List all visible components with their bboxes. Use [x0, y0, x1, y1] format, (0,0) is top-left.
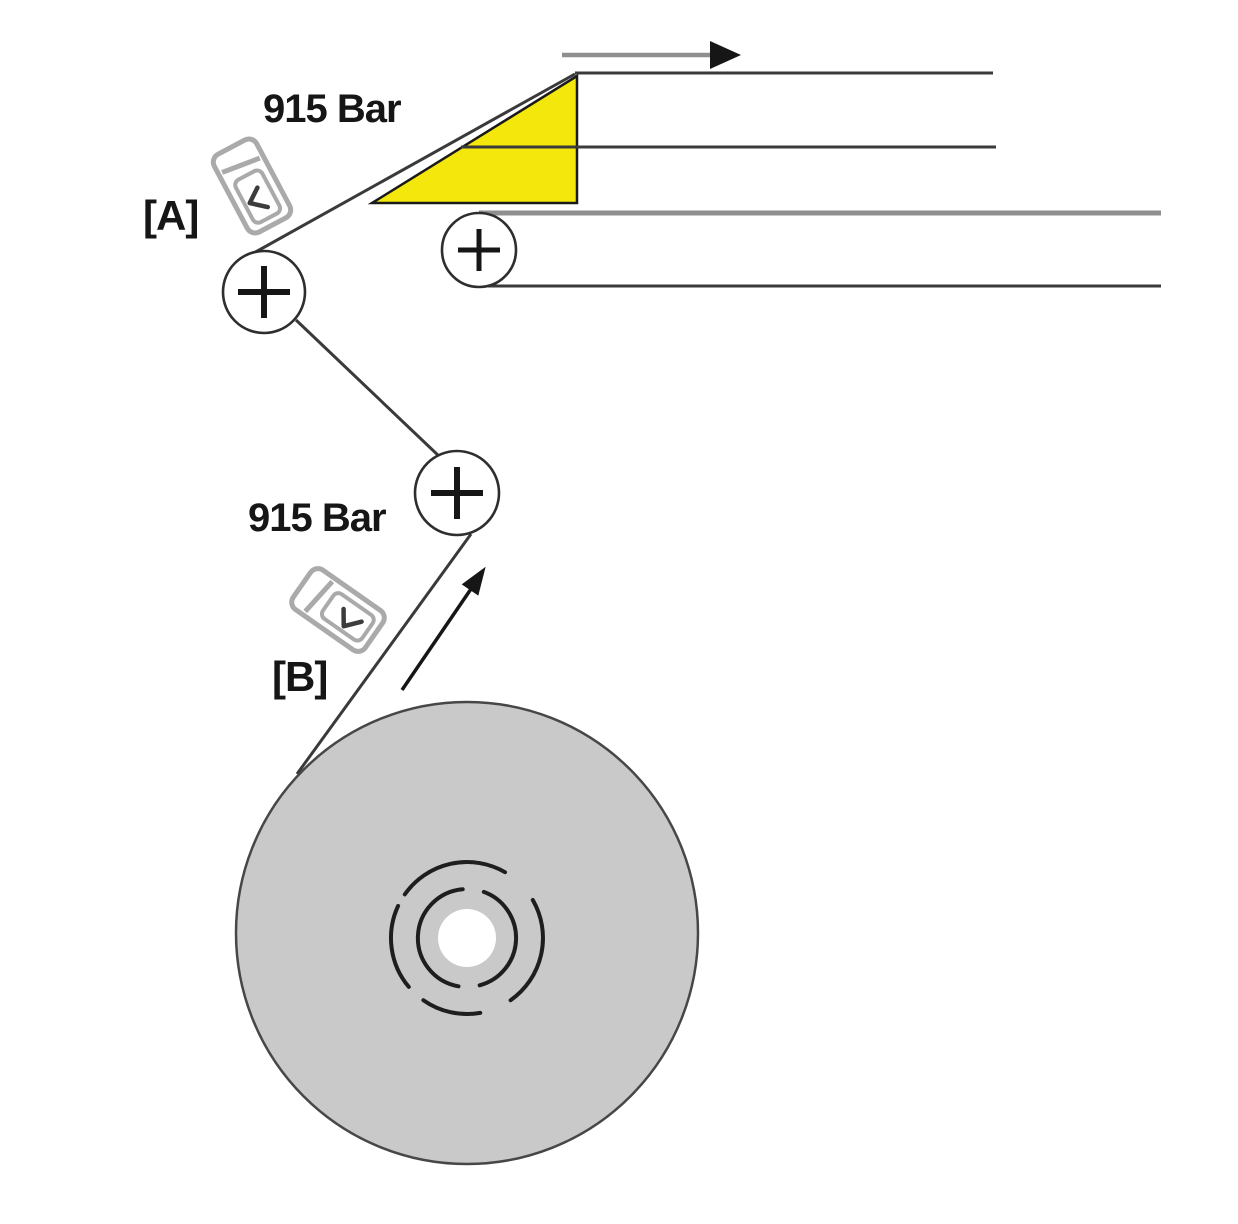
media-sensor-b-icon — [289, 566, 387, 654]
sensor-cap — [221, 155, 261, 175]
swirl-arc — [402, 860, 507, 897]
turn-bar-triangle — [367, 73, 579, 205]
web-path-lines — [242, 71, 1161, 775]
arrow-head-icon — [710, 41, 741, 69]
media-sensor-a-icon — [210, 136, 294, 236]
roller-top-right — [440, 211, 518, 289]
sensor-window — [319, 591, 376, 643]
web-direction-arrow-top — [562, 41, 741, 69]
web-direction-arrow-bottom — [400, 566, 486, 691]
roll-swirl-icon — [389, 860, 545, 1017]
roll-core — [438, 909, 496, 967]
label-ref-a: [A] — [143, 192, 198, 239]
label-915-bar-a: 915 Bar — [263, 87, 401, 131]
swirl-arc — [508, 898, 545, 1003]
swirl-arc — [421, 998, 483, 1017]
swirl-arc — [415, 887, 465, 989]
web-diagonal-to-turn-bar — [242, 72, 576, 261]
arrow-shaft — [400, 585, 475, 691]
swirl-arc — [389, 903, 411, 989]
swirl-arc — [477, 889, 519, 988]
roller-a — [221, 249, 307, 335]
sensor-tick-icon — [247, 185, 270, 210]
roller-b — [413, 449, 501, 537]
label-ref-b: [B] — [272, 653, 327, 700]
arrow-head-icon — [461, 566, 486, 596]
sensor-window — [233, 168, 283, 225]
web-between-rollers — [294, 318, 443, 460]
label-915-bar-b: 915 Bar — [248, 496, 386, 540]
sensor-cap — [303, 579, 335, 614]
web-roller-to-roll — [295, 533, 473, 775]
sensor-tick-icon — [341, 606, 364, 629]
